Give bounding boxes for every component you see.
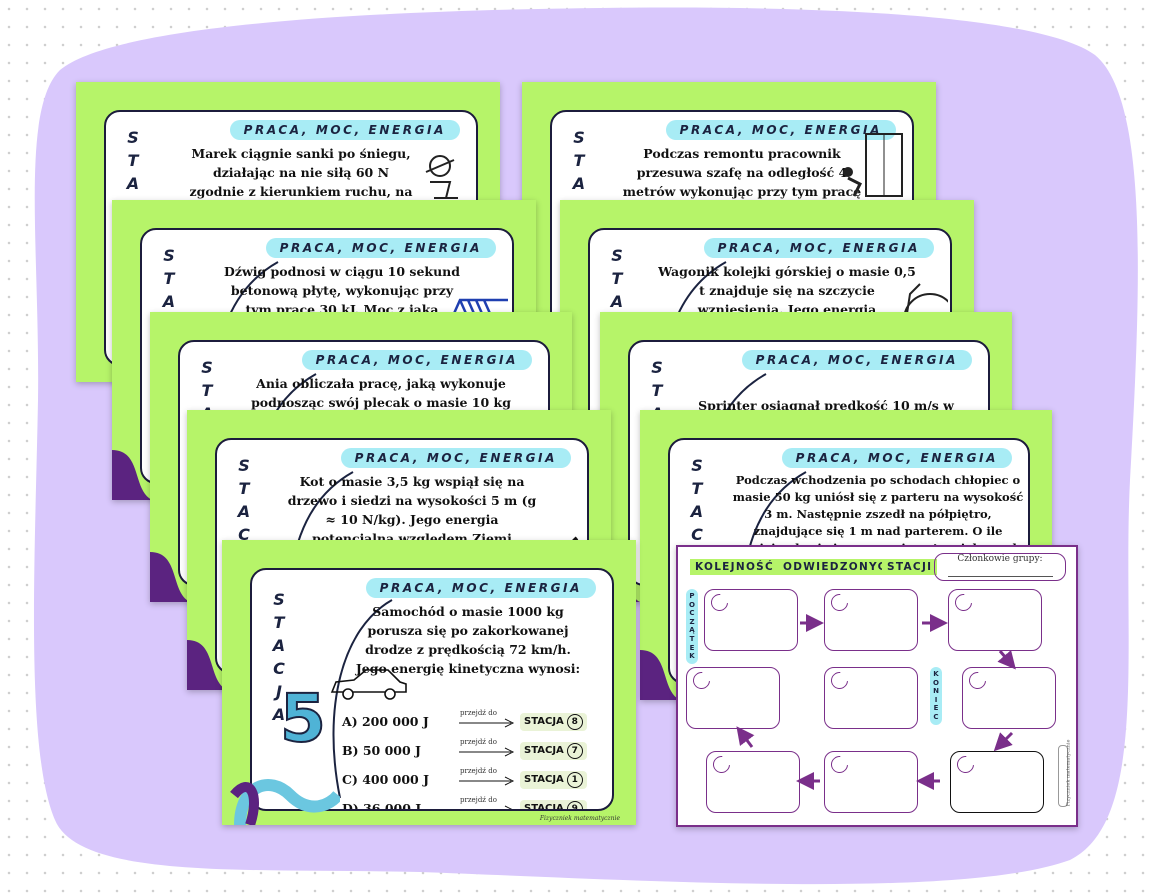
answer-a: A) 200 000 J [342, 714, 429, 729]
topic-tag: PRACA, MOC, ENERGIA [781, 448, 1012, 468]
header-word-2: ODWIEDZONYCH [778, 559, 902, 575]
header-word-1: KOLEJNOŚĆ [690, 559, 780, 575]
ribbon-decoration [230, 779, 340, 825]
header-word-3: STACJI [882, 559, 938, 575]
crane-icon [450, 298, 508, 319]
wardrobe-icon [843, 133, 903, 197]
answer-d: D) 36 000 J [342, 801, 422, 811]
topic-tag: PRACA, MOC, ENERGIA [340, 448, 571, 468]
station-box[interactable] [824, 751, 918, 813]
arrow-right-icon [459, 776, 515, 786]
ribbon-decoration [187, 640, 227, 690]
go-to-label: przejdź do [460, 709, 497, 717]
station-box[interactable] [686, 667, 780, 729]
topic-tag: PRACA, MOC, ENERGIA [301, 350, 532, 370]
sled-child-icon [425, 155, 458, 199]
station-box[interactable] [824, 667, 918, 729]
topic-tag: PRACA, MOC, ENERGIA [703, 238, 934, 258]
route-worksheet: KOLEJNOŚĆ ODWIEDZONYCH STACJI Członkowie… [676, 545, 1078, 827]
topic-tag: PRACA, MOC, ENERGIA [365, 578, 596, 598]
station-box[interactable] [824, 589, 918, 651]
ribbon-decoration [640, 650, 680, 700]
ribbon-decoration [112, 450, 152, 500]
side-credit: Fizyczniek matematycznie [1058, 740, 1071, 807]
route-arrows [736, 614, 1016, 790]
go-to-label: przejdź do [460, 796, 497, 804]
question-text: Samochód o masie 1000 kg porusza się po … [355, 604, 581, 676]
go-to-label: przejdź do [460, 738, 497, 746]
arrow-right-icon [459, 718, 515, 728]
station-box[interactable] [950, 751, 1044, 813]
topic-tag: PRACA, MOC, ENERGIA [229, 120, 460, 140]
arrow-right-icon [459, 747, 515, 757]
go-to-label: przejdź do [460, 767, 497, 775]
roller-coaster-icon [903, 283, 948, 320]
answer-b: B) 50 000 J [342, 743, 421, 758]
decorative-arc [332, 599, 393, 799]
topic-tag: PRACA, MOC, ENERGIA [741, 350, 972, 370]
car-icon [330, 669, 407, 700]
card-footer: Fizyczniek matematycznie [539, 815, 620, 822]
station-number: 5 [279, 679, 327, 758]
arrow-right-icon [504, 805, 513, 809]
topic-tag: PRACA, MOC, ENERGIA [665, 120, 896, 140]
station-box[interactable] [704, 589, 798, 651]
ribbon-decoration [150, 552, 190, 602]
answer-c: C) 400 000 J [342, 772, 430, 787]
station-box[interactable] [948, 589, 1042, 651]
station-box[interactable] [962, 667, 1056, 729]
group-members-field[interactable]: Członkowie grupy: [934, 553, 1066, 581]
topic-tag: PRACA, MOC, ENERGIA [265, 238, 496, 258]
